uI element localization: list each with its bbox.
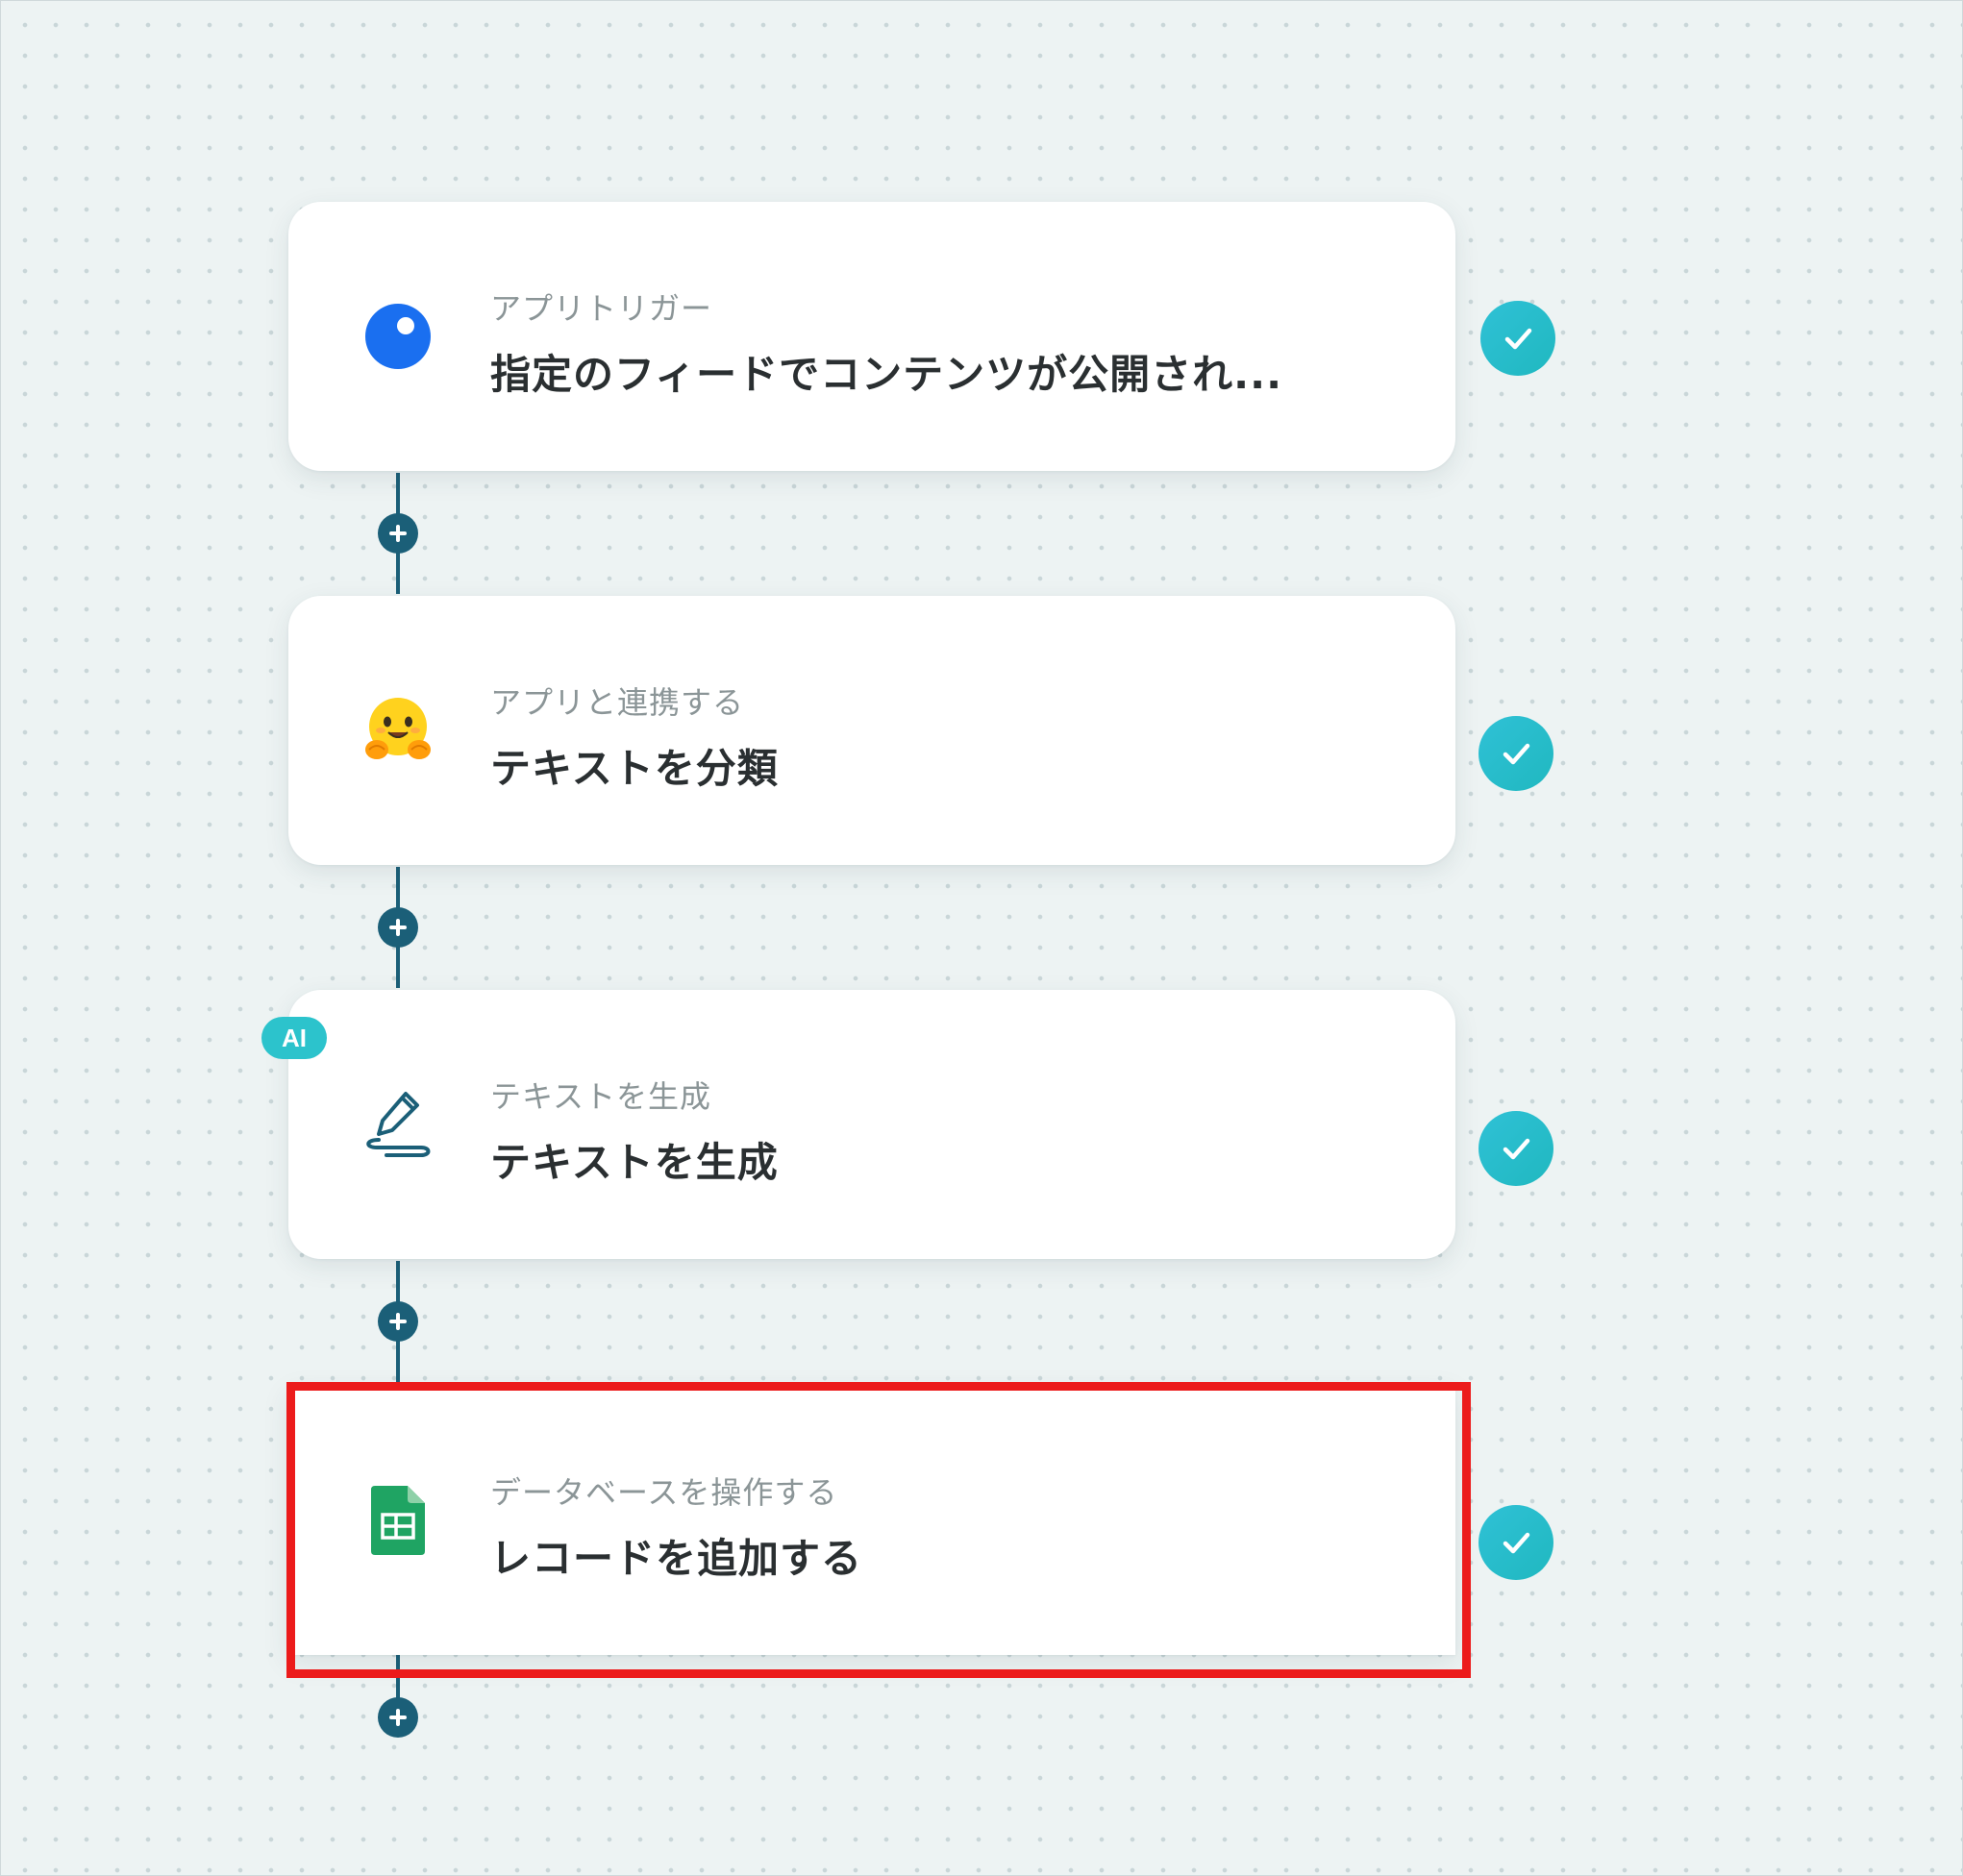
- plus-icon: [389, 1709, 407, 1726]
- add-step-button[interactable]: [378, 907, 418, 948]
- flow-step-card-add-record[interactable]: データベースを操作する レコードを追加する: [288, 1386, 1455, 1655]
- step-type-label: テキストを生成: [490, 1078, 712, 1115]
- plus-icon: [389, 919, 407, 936]
- step-title: レコードを追加する: [490, 1535, 863, 1582]
- step-complete-check-icon: [1478, 716, 1553, 791]
- connector-line: [396, 1655, 400, 1718]
- add-step-button[interactable]: [378, 513, 418, 554]
- step-type-label: データベースを操作する: [490, 1474, 838, 1511]
- add-step-button[interactable]: [378, 1301, 418, 1342]
- step-complete-check-icon: [1478, 1505, 1553, 1580]
- flow-step-card-generate[interactable]: AI テキストを生成 テキストを生成: [261, 990, 1455, 1259]
- app-trigger-icon: [358, 296, 438, 377]
- step-title: テキストを生成: [490, 1139, 779, 1186]
- add-step-button[interactable]: [378, 1697, 418, 1738]
- flow-step-card-trigger[interactable]: アプリトリガー 指定のフィードでコンテンツが公開され...: [288, 202, 1455, 471]
- step-complete-check-icon: [1478, 1111, 1553, 1186]
- step-type-label: アプリと連携する: [490, 684, 745, 721]
- step-title: テキストを分類: [490, 745, 779, 792]
- ai-badge: AI: [261, 1017, 327, 1059]
- flow-step-card-classify[interactable]: アプリと連携する テキストを分類: [288, 596, 1455, 865]
- plus-icon: [389, 525, 407, 542]
- google-sheets-icon: [358, 1480, 438, 1561]
- step-type-label: アプリトリガー: [490, 290, 713, 327]
- step-title: 指定のフィードでコンテンツが公開され...: [490, 351, 1283, 398]
- hugging-face-icon: [358, 690, 438, 771]
- pen-scribble-icon: [358, 1084, 438, 1165]
- plus-icon: [389, 1313, 407, 1330]
- step-complete-check-icon: [1480, 301, 1555, 376]
